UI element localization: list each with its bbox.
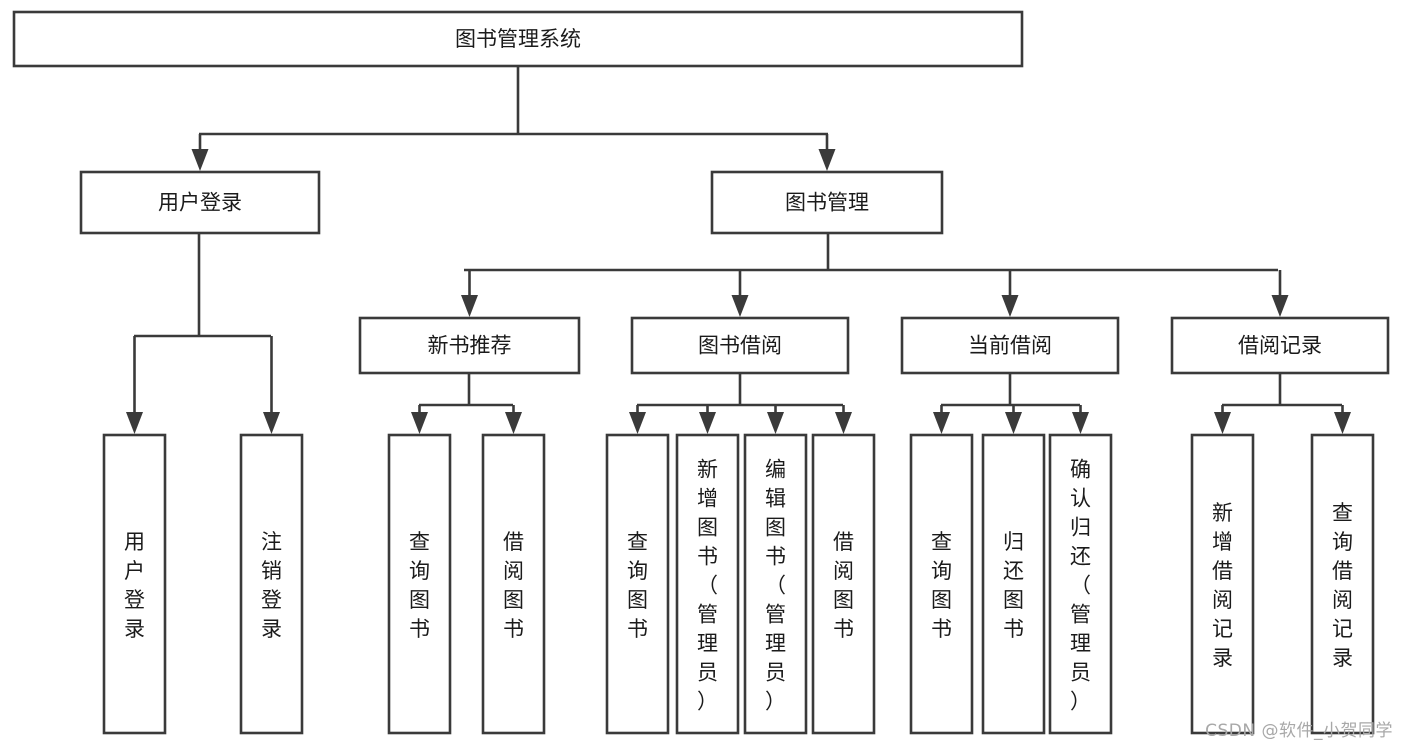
arrow-head-icon [731,295,749,317]
node-label-user-login: 用户登录 [158,191,242,215]
node-box-book-borrow[interactable] [630,316,850,375]
node-bb-query[interactable]: 查询图书 [605,433,670,735]
node-br-add[interactable]: 新增借阅记录 [1190,433,1255,735]
node-box-new-book-rec[interactable] [358,316,581,375]
node-new-book-rec[interactable]: 新书推荐 [358,316,581,375]
arrow-head-icon [629,412,646,434]
arrow-head-icon [1214,412,1231,434]
node-root[interactable]: 图书管理系统 [12,10,1024,68]
arrow-head-icon [505,412,522,434]
node-label-cb-return: 归还图书 [1003,530,1024,641]
node-user-login[interactable]: 用户登录 [79,170,321,235]
node-box-bb-edit[interactable] [743,433,808,735]
node-label-book-borrow: 图书借阅 [698,334,782,358]
node-box-current-borrow[interactable] [900,316,1120,375]
node-box-bb-query[interactable] [605,433,670,735]
node-box-user-login[interactable] [79,170,321,235]
node-label-new-book-rec: 新书推荐 [428,334,512,358]
arrow-head-icon [818,149,836,171]
connector-book-management-bar [464,233,1278,272]
node-label-nb-query: 查询图书 [409,530,430,641]
node-box-leaf-logout[interactable] [239,433,304,735]
arrow-head-icon [1072,412,1089,434]
connector-borrow-record-bar [1222,373,1342,407]
connector-new-book-rec-bar [419,373,513,407]
nodes-layer: 图书管理系统用户登录图书管理新书推荐图书借阅当前借阅借阅记录用户登录注销登录查询… [12,10,1390,735]
connector-book-borrow-bar [637,373,843,407]
node-box-nb-borrow[interactable] [481,433,546,735]
node-current-borrow[interactable]: 当前借阅 [900,316,1120,375]
node-nb-query[interactable]: 查询图书 [387,433,452,735]
node-cb-confirm[interactable]: 确认归还（管理员） [1048,433,1113,735]
node-label-cb-confirm: 确认归还（管理员） [1070,458,1091,714]
watermark-label: CSDN @软件_小贺同学 [1205,721,1393,741]
node-box-cb-confirm[interactable] [1048,433,1113,735]
node-label-root: 图书管理系统 [455,27,581,51]
node-label-br-query: 查询借阅记录 [1332,501,1353,670]
arrow-head-icon [933,412,950,434]
node-br-query[interactable]: 查询借阅记录 [1310,433,1375,735]
node-box-cb-query[interactable] [909,433,974,735]
node-bb-add[interactable]: 新增图书（管理员） [675,433,740,735]
node-book-borrow[interactable]: 图书借阅 [630,316,850,375]
node-box-bb-add[interactable] [675,433,740,735]
connectors-layer [126,66,1351,434]
node-box-bb-borrow[interactable] [811,433,876,735]
node-label-book-management: 图书管理 [785,191,869,215]
node-label-leaf-user-login: 用户登录 [124,530,145,641]
node-borrow-record[interactable]: 借阅记录 [1170,316,1390,375]
node-label-cb-query: 查询图书 [931,530,952,641]
connector-root-bar [199,66,828,136]
arrow-head-icon [126,412,143,434]
node-label-bb-edit: 编辑图书（管理员） [765,458,786,714]
node-label-borrow-record: 借阅记录 [1238,334,1322,358]
node-box-br-add[interactable] [1190,433,1255,735]
node-box-borrow-record[interactable] [1170,316,1390,375]
node-cb-query[interactable]: 查询图书 [909,433,974,735]
node-leaf-logout[interactable]: 注销登录 [239,433,304,735]
arrow-head-icon [1334,412,1351,434]
arrow-head-icon [263,412,280,434]
arrow-head-icon [767,412,784,434]
node-box-br-query[interactable] [1310,433,1375,735]
node-label-nb-borrow: 借阅图书 [503,530,524,641]
arrow-head-icon [461,295,478,317]
arrow-head-icon [699,412,716,434]
node-label-br-add: 新增借阅记录 [1212,501,1233,670]
node-leaf-user-login[interactable]: 用户登录 [102,433,167,735]
arrow-head-icon [1005,412,1022,434]
node-label-leaf-logout: 注销登录 [261,530,282,641]
node-box-book-management[interactable] [710,170,944,235]
node-box-nb-query[interactable] [387,433,452,735]
node-box-cb-return[interactable] [981,433,1046,735]
node-book-management[interactable]: 图书管理 [710,170,944,235]
node-bb-edit[interactable]: 编辑图书（管理员） [743,433,808,735]
node-box-root[interactable] [12,10,1024,68]
node-label-current-borrow: 当前借阅 [968,334,1052,358]
node-label-bb-add: 新增图书（管理员） [697,458,718,714]
arrow-head-icon [191,149,209,171]
node-bb-borrow[interactable]: 借阅图书 [811,433,876,735]
node-label-bb-borrow: 借阅图书 [833,530,854,641]
arrow-head-icon [1001,295,1019,317]
node-box-leaf-user-login[interactable] [102,433,167,735]
connector-user-login-bar [134,233,271,338]
arrow-head-icon [1271,295,1289,317]
arrow-head-icon [835,412,852,434]
arrow-head-icon [411,412,428,434]
connector-current-borrow-bar [941,373,1080,407]
node-cb-return[interactable]: 归还图书 [981,433,1046,735]
node-label-bb-query: 查询图书 [627,530,648,641]
node-nb-borrow[interactable]: 借阅图书 [481,433,546,735]
